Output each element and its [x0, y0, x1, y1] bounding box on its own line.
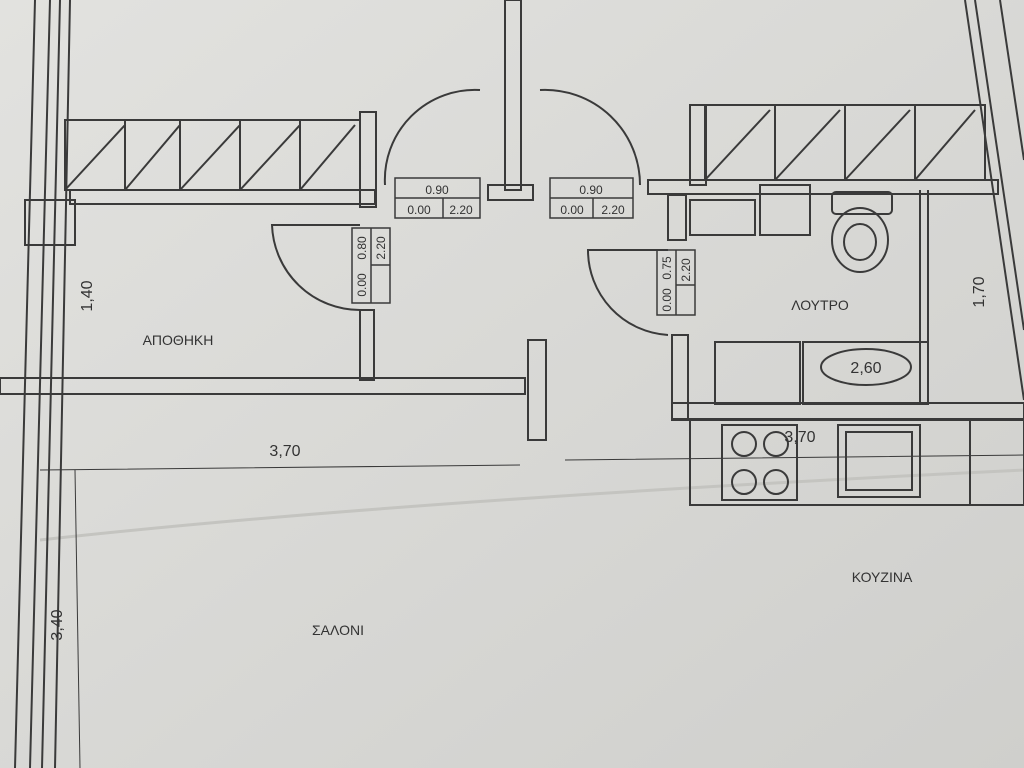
room-label-living-room: ΣΑΛΟΝΙ	[312, 622, 364, 638]
washing-machine	[714, 341, 801, 405]
door-1-height: 2.20	[449, 203, 473, 217]
sink-icon	[820, 348, 912, 386]
paper-fold	[39, 468, 1024, 542]
door-3-sill: 0.00	[355, 273, 369, 297]
kitchen-sink-icon	[837, 424, 921, 498]
door-3-width: 0.80	[355, 236, 369, 260]
door-4-height: 2.20	[679, 258, 693, 282]
door-3-height: 2.20	[374, 236, 388, 260]
door-swing-2	[539, 88, 642, 186]
left-outer-wall	[14, 0, 71, 768]
bathroom-top-wall	[647, 179, 999, 195]
door-4-width: 0.75	[660, 256, 674, 280]
kitchen-counter	[689, 419, 1024, 506]
door-4-sill: 0.00	[660, 288, 674, 312]
door-2-width: 0.90	[579, 183, 603, 197]
door-threshold	[487, 184, 534, 201]
right-outer-wall	[964, 0, 1024, 401]
door-swing-4	[586, 249, 669, 336]
storage-bottom-wall	[0, 377, 526, 395]
bathroom-wall-end	[689, 104, 707, 186]
door-2-sill: 0.00	[560, 203, 584, 217]
toilet-icon	[831, 191, 893, 273]
room-label-storage: ΑΠΟΘΗΚΗ	[143, 332, 214, 348]
center-wall	[504, 0, 522, 191]
bathtub-edge	[919, 190, 929, 405]
dimension-bathroom-height: 1,70	[971, 276, 988, 307]
room-label-bathroom: ΛΟΥΤΡΟ	[791, 297, 849, 313]
bathroom-left-wall-top	[667, 194, 687, 241]
door-1-width: 0.90	[425, 183, 449, 197]
door-swing-1	[383, 88, 481, 186]
door-1-sill: 0.00	[407, 203, 431, 217]
storage-wall-end	[359, 111, 377, 208]
dimension-kitchen-width: 3,70	[784, 429, 815, 446]
dimension-line-left	[74, 469, 81, 768]
door-swing-3	[270, 224, 361, 311]
storage-right-wall	[359, 309, 375, 381]
dimension-living-height: 3,40	[49, 609, 66, 640]
column	[24, 199, 76, 246]
shaft	[759, 184, 811, 236]
hall-wall-stub	[527, 339, 547, 441]
fridge	[969, 419, 1024, 506]
stove-icon	[721, 424, 798, 501]
room-label-kitchen: ΚΟΥΖΙΝΑ	[852, 569, 913, 585]
dimension-bathroom-fixture: 2,60	[850, 360, 881, 377]
dimension-storage-height: 1,40	[79, 280, 96, 311]
bath-cabinet	[689, 199, 756, 236]
dimension-storage-width: 3,70	[269, 443, 300, 460]
door-2-height: 2.20	[601, 203, 625, 217]
dimension-line	[39, 454, 1024, 471]
